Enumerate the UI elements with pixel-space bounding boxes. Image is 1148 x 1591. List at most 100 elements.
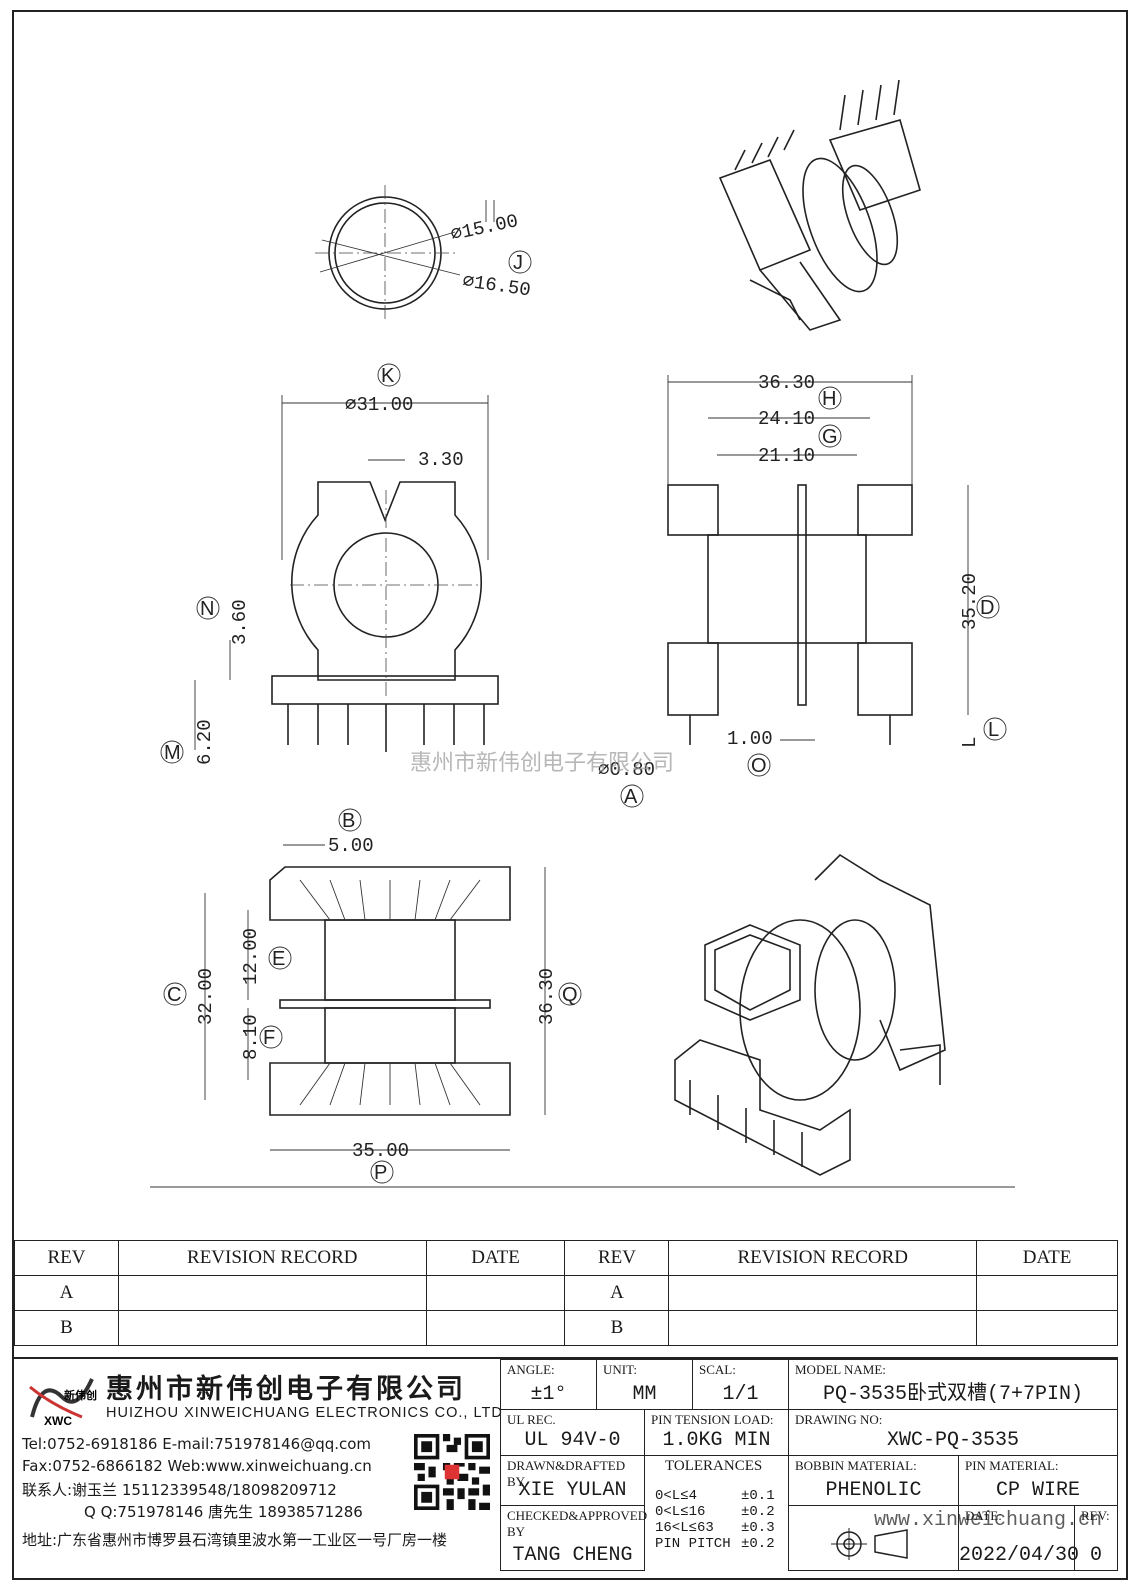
revision-table: REV REVISION RECORD DATE REV REVISION RE… xyxy=(14,1240,1118,1346)
label-g: G xyxy=(822,426,838,448)
pin-material-cell: PIN MATERIAL:CP WIRE xyxy=(958,1455,1118,1505)
bottom-pitch-dim: 5.00 xyxy=(328,835,374,857)
label-n: N xyxy=(200,598,214,620)
label-b: B xyxy=(342,810,355,832)
front-slot-dim: 3.30 xyxy=(418,449,464,471)
bottom-f-dim: 8.10 xyxy=(240,1014,262,1060)
rev-value: 0 xyxy=(1089,1544,1102,1567)
tolerances-cell: TOLERANCES 0<L≤4±0.1 0<L≤16±0.2 16<L≤63±… xyxy=(644,1455,788,1571)
bottom-q-dim: 36.30 xyxy=(536,968,558,1025)
date-value: 2022/04/30 xyxy=(959,1544,1080,1567)
tension-value: 1.0KG MIN xyxy=(662,1429,771,1452)
contact-qq: Q Q:751978146 唐先生 18938571286 xyxy=(84,1503,363,1521)
technical-drawing: ⌀15.00 ⌀16.50 J K ⌀31.00 3.30 xyxy=(150,79,1015,1188)
ul-cell: UL REC.UL 94V-0 xyxy=(500,1409,644,1455)
side-l-dim: L xyxy=(959,737,981,748)
watermark-site: www.xinweichuang.cn xyxy=(874,1509,1103,1532)
label-h: H xyxy=(822,388,836,410)
front-view: K ⌀31.00 3.30 3.60 N 6.20 M xyxy=(160,363,499,765)
rev-cell: B xyxy=(564,1310,670,1346)
label-e: E xyxy=(272,948,285,970)
label-a: A xyxy=(624,786,638,808)
record-cell xyxy=(117,1310,427,1346)
scale-value: 1/1 xyxy=(722,1383,759,1406)
model-value: PQ-3535卧式双槽(7+7PIN) xyxy=(822,1383,1084,1406)
front-m-dim: 6.20 xyxy=(194,719,216,765)
label-o: O xyxy=(751,755,767,777)
label-c: C xyxy=(167,984,181,1006)
record-cell xyxy=(668,1275,978,1311)
side-w1-dim: 36.30 xyxy=(758,372,815,394)
rev-header: REV xyxy=(14,1240,119,1276)
rev-cell: REV:0 xyxy=(1074,1505,1118,1571)
record-cell xyxy=(117,1275,427,1311)
date-cell xyxy=(425,1275,566,1311)
unit-cell: UNIT:MM xyxy=(596,1359,692,1409)
bobbin-material-value: PHENOLIC xyxy=(825,1479,922,1502)
record-cell xyxy=(668,1310,978,1346)
rev-cell: A xyxy=(564,1275,670,1311)
label-l: L xyxy=(988,719,999,741)
side-t1-dim: 1.00 xyxy=(727,728,773,750)
isometric-view-bottom xyxy=(674,853,946,1176)
watermark-company: 惠州市新伟创电子有限公司 xyxy=(410,751,674,776)
label-k: K xyxy=(381,365,395,387)
label-p: P xyxy=(374,1162,387,1184)
rev-cell: A xyxy=(14,1275,119,1311)
bottom-p-dim: 35.00 xyxy=(352,1140,409,1162)
tension-cell: PIN TENSION LOAD:1.0KG MIN xyxy=(644,1409,788,1455)
pin-material-value: CP WIRE xyxy=(995,1479,1080,1502)
table-row: B B xyxy=(14,1310,1118,1346)
bottom-pin-slots xyxy=(299,879,481,1106)
model-cell: MODEL NAME:PQ-3535卧式双槽(7+7PIN) xyxy=(788,1359,1118,1409)
contact-fax: Fax:0752-6866182 Web:www.xinweichuang.cn xyxy=(22,1457,372,1475)
date-cell xyxy=(425,1310,566,1346)
inner-diameter-dim: ⌀15.00 xyxy=(449,210,521,246)
date-header: DATE xyxy=(976,1240,1118,1276)
isometric-view-top xyxy=(718,79,921,331)
checked-by-value: TANG CHENG xyxy=(512,1544,633,1567)
label-j: J xyxy=(513,252,523,274)
logo-abbr: XWC xyxy=(44,1414,72,1427)
contact-tel: Tel:0752-6918186 E-mail:751978146@qq.com xyxy=(22,1435,372,1453)
bottom-view: B 5.00 32.00 C 12.00 E 8.10 F 36.30 xyxy=(163,808,582,1184)
company-address: 地址:广东省惠州市博罗县石湾镇里波水第一工业区一号厂房一楼 xyxy=(22,1531,448,1549)
record-header: REVISION RECORD xyxy=(668,1240,978,1276)
company-name-cn: 惠州市新伟创电子有限公司 xyxy=(106,1374,466,1405)
unit-value: MM xyxy=(632,1383,657,1406)
drawing-sheet xyxy=(12,10,1128,1580)
drawing-no-value: XWC-PQ-3535 xyxy=(886,1429,1020,1452)
logo-text: 新伟创 xyxy=(64,1388,97,1402)
rev-header: REV xyxy=(564,1240,670,1276)
front-n-dim: 3.60 xyxy=(229,599,251,645)
qr-code-icon xyxy=(414,1434,490,1510)
bobbin-material-cell: BOBBIN MATERIAL:PHENOLIC xyxy=(788,1455,958,1505)
drawn-by-value: XIE YULAN xyxy=(518,1479,627,1502)
bottom-e-dim: 12.00 xyxy=(240,928,262,985)
company-name-en: HUIZHOU XINWEICHUANG ELECTRONICS CO., LT… xyxy=(106,1405,503,1421)
drawing-no-cell: DRAWING NO:XWC-PQ-3535 xyxy=(788,1409,1118,1455)
front-width-dim: ⌀31.00 xyxy=(345,394,413,416)
angle-cell: ANGLE:±1° xyxy=(500,1359,596,1409)
angle-value: ±1° xyxy=(530,1383,567,1406)
date-cell: DATE:2022/04/30 xyxy=(958,1505,1080,1571)
core-circle-view: ⌀15.00 ⌀16.50 J xyxy=(315,185,532,320)
side-h1-dim: 35.20 xyxy=(959,573,981,630)
label-q: Q xyxy=(562,984,578,1006)
rev-cell: B xyxy=(14,1310,119,1346)
label-d: D xyxy=(980,597,994,619)
date-cell xyxy=(976,1275,1118,1311)
front-pins xyxy=(287,704,485,752)
record-header: REVISION RECORD xyxy=(117,1240,427,1276)
outer-diameter-dim: ⌀16.50 xyxy=(461,270,532,301)
company-logo-icon: 新伟创 XWC xyxy=(29,1378,97,1427)
projection-symbol-cell xyxy=(788,1505,958,1571)
table-row: A A xyxy=(14,1275,1118,1311)
pin-diameter-dim: ⌀0.80 xyxy=(598,759,655,781)
label-f: F xyxy=(263,1027,275,1049)
label-m: M xyxy=(164,742,181,764)
side-w2-dim: 24.10 xyxy=(758,408,815,430)
title-block: 新伟创 XWC 惠州市新伟创电子有限公司 HUIZHOU XINWEICHUAN… xyxy=(14,1357,1118,1571)
